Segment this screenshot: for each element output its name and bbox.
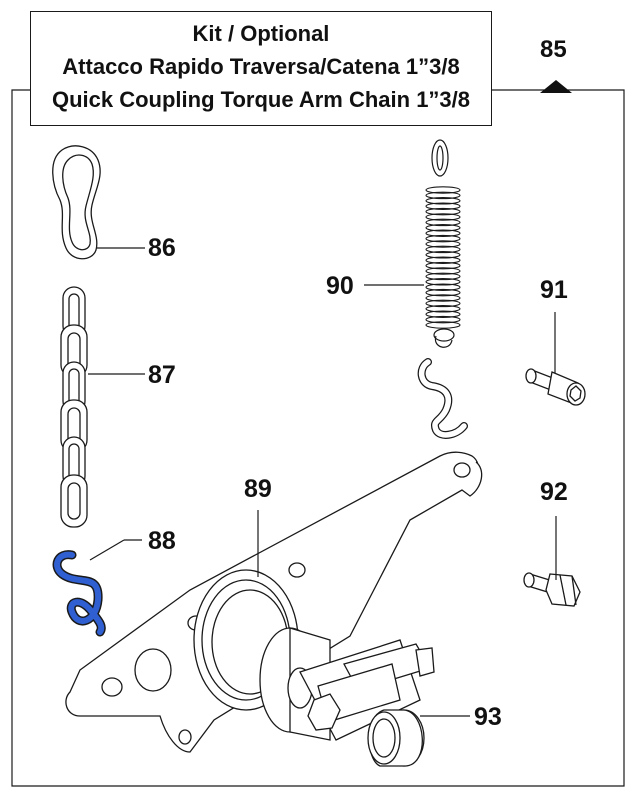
- part-86-link-drawing: [52, 145, 101, 260]
- callout-87: 87: [148, 361, 176, 389]
- spring-coil: [425, 261, 461, 270]
- spring-coil: [425, 186, 461, 194]
- spring-coil: [425, 283, 461, 291]
- spring-coil: [425, 234, 461, 243]
- spring-coil: [425, 267, 461, 275]
- spring-coil: [425, 229, 461, 237]
- spring-coil: [425, 310, 461, 318]
- spring-coil: [425, 288, 461, 297]
- part-89-plate-drawing: [65, 451, 483, 753]
- page-frame: [11, 89, 625, 787]
- callout-91: 91: [540, 276, 568, 304]
- leader-88: [89, 539, 125, 561]
- callout-86: 86: [148, 234, 176, 262]
- spring-coil: [425, 240, 461, 248]
- spring-coil: [425, 299, 461, 308]
- title-line-1: Kit / Optional: [192, 21, 330, 46]
- page-ref-number: 85: [540, 36, 567, 63]
- callout-92: 92: [540, 478, 568, 506]
- page-ref-triangle-icon: [540, 80, 572, 93]
- title-line-2: Attacco Rapido Traversa/Catena 1”3/8: [62, 54, 460, 79]
- spring-coil: [425, 315, 461, 324]
- spring-coil: [425, 224, 461, 232]
- part-88-s-hook-drawing: [52, 550, 106, 637]
- part-90-spring-drawing: [425, 139, 461, 348]
- spring-coil: [425, 197, 461, 205]
- spring-coil: [425, 251, 461, 259]
- spring-coil: [425, 272, 461, 281]
- spring-coil: [425, 294, 461, 302]
- spring-coil: [425, 213, 461, 221]
- part-93-hub-drawing: [259, 627, 435, 767]
- spring-coil: [425, 256, 461, 264]
- part-87-chain-drawing: [60, 286, 88, 528]
- part-91-screw-drawing: [525, 368, 586, 406]
- callout-88: 88: [148, 527, 176, 555]
- spring-coil: [425, 191, 461, 200]
- spring-s-hook-drawing: [417, 358, 468, 439]
- spring-coil: [425, 207, 461, 216]
- spring-coil: [425, 305, 461, 313]
- title-line-3: Quick Coupling Torque Arm Chain 1”3/8: [51, 87, 471, 112]
- callout-89: 89: [244, 475, 272, 503]
- spring-end-loop: [434, 335, 453, 348]
- part-92-bolt-drawing: [523, 572, 581, 607]
- spring-coil: [425, 202, 461, 210]
- callout-93: 93: [474, 703, 502, 731]
- spring-coil: [425, 278, 461, 286]
- spring-coil: [425, 321, 461, 329]
- spring-coil: [425, 245, 461, 254]
- title-box: Kit / Optional Attacco Rapido Traversa/C…: [30, 11, 492, 126]
- spring-coil: [425, 218, 461, 227]
- callout-90: 90: [326, 272, 354, 300]
